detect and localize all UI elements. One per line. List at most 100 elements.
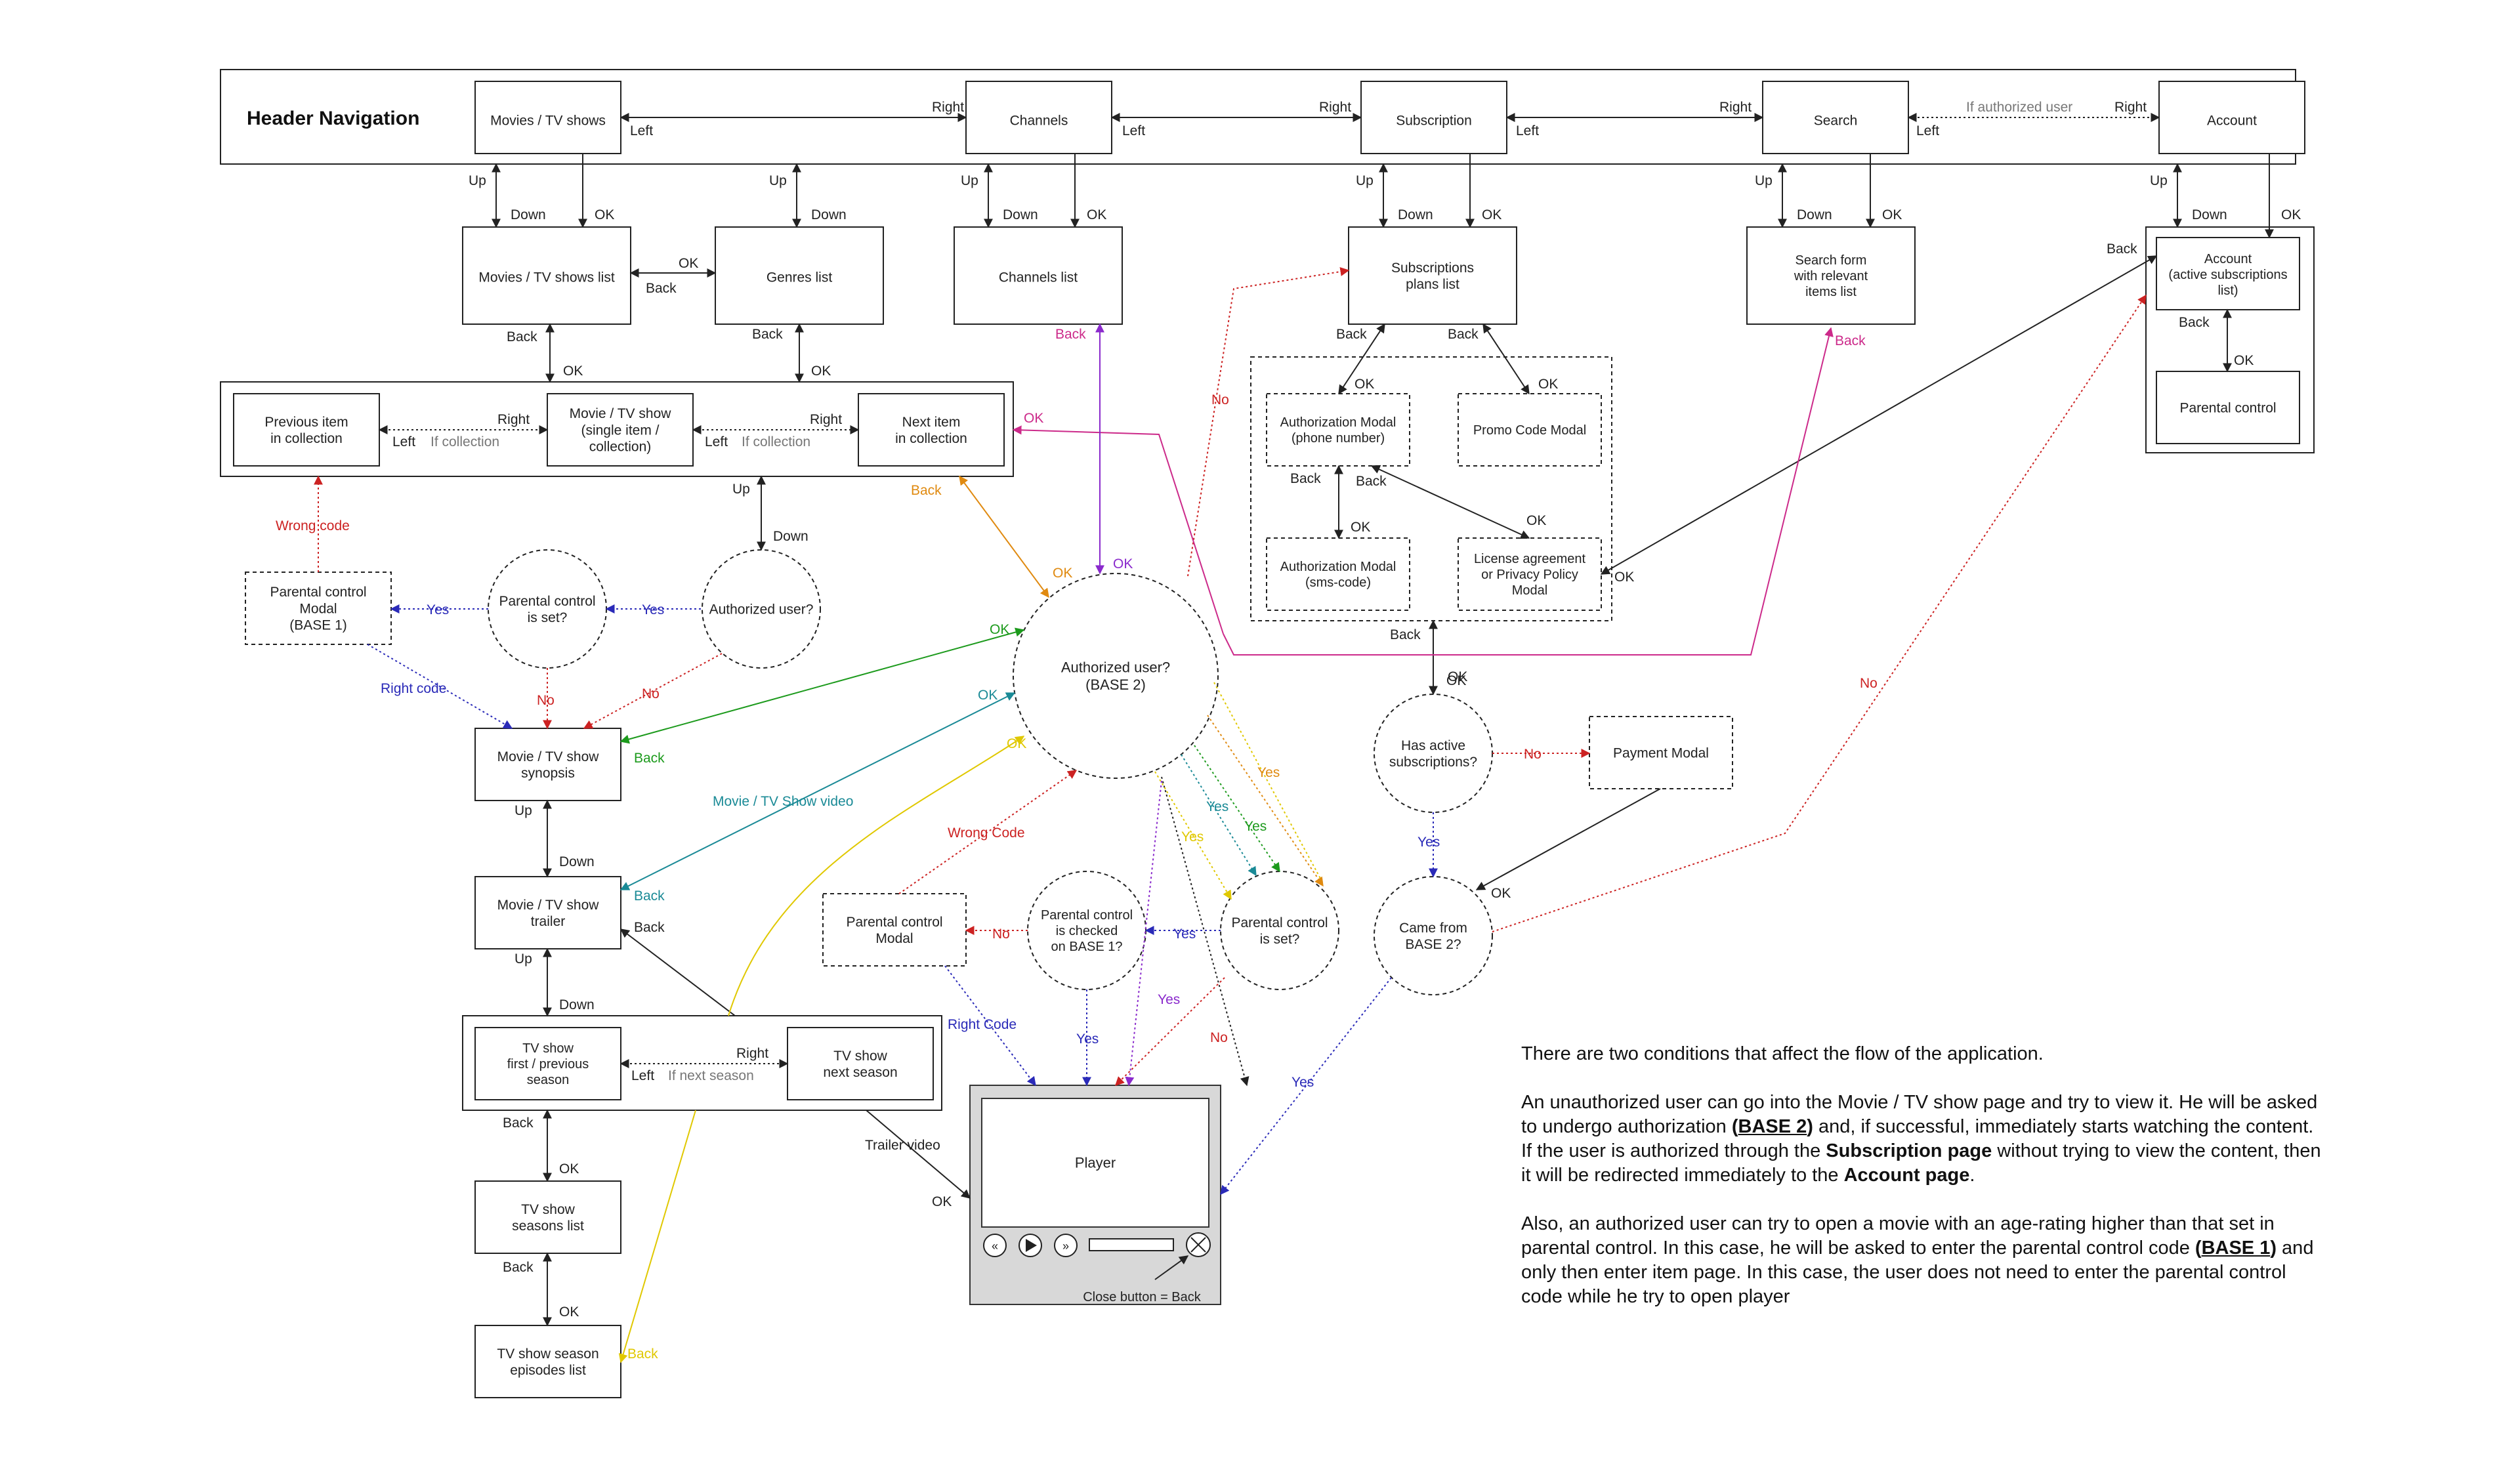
edge-label-back: Back [1390, 627, 1421, 642]
edge-label-right: Right [736, 1046, 768, 1061]
previous-item[interactable] [233, 393, 380, 467]
edge-label-ok: OK [559, 1161, 579, 1177]
label-search: Search [1814, 113, 1858, 128]
label-payment-modal: Payment Modal [1613, 745, 1709, 760]
edge-label-ok: OK [990, 622, 1009, 637]
edge-label-ok: OK [1053, 566, 1072, 581]
edge-label-ok: OK [1882, 207, 1902, 222]
rewind-icon[interactable] [983, 1234, 1007, 1257]
edge-label-yes: Yes [1076, 1031, 1099, 1047]
edge-label-down: Down [511, 207, 546, 222]
label-close-button: Close button = Back [1083, 1290, 1202, 1304]
label-channels: Channels [1010, 113, 1068, 128]
edge-label-back: Back [752, 327, 783, 342]
edge-label-back: Back [634, 920, 665, 935]
edge-label-back: Back [634, 888, 665, 904]
label-parental-control: Parental control [2179, 400, 2276, 415]
edge-label-right: Right [2114, 100, 2147, 115]
edge-label-down: Down [559, 854, 595, 869]
edge-label-ok: OK [1024, 411, 1043, 426]
edge-label-back: Back [1290, 471, 1321, 486]
label-channels-list: Channels list [999, 270, 1078, 285]
has-active-subscriptions [1374, 694, 1493, 813]
movies-tv-shows-tab[interactable] [474, 81, 621, 154]
forward-icon[interactable] [1054, 1234, 1078, 1257]
episodes-list[interactable] [474, 1325, 621, 1398]
promo-code-modal[interactable] [1458, 393, 1602, 467]
edge-label-yes: Yes [642, 602, 664, 617]
edge-label-if-collection: If collection [430, 434, 499, 449]
subscriptions-plans-list[interactable] [1348, 226, 1517, 325]
progress-bar[interactable] [1089, 1238, 1174, 1251]
notes-paragraph-2: An unauthorized user can go into the Mov… [1521, 1092, 2321, 1186]
edge-label-wrong-code-2: Wrong Code [948, 825, 1025, 841]
edge-label-down: Down [559, 997, 595, 1012]
payment-modal[interactable] [1589, 716, 1733, 789]
header-navigation-title: Header Navigation [247, 108, 419, 129]
edge-label-ok: OK [1614, 570, 1634, 585]
label-subscription: Subscription [1396, 113, 1472, 128]
edge-label-no: No [1210, 1030, 1228, 1045]
parental-modal-2[interactable] [822, 893, 967, 967]
seasons-list[interactable] [474, 1180, 621, 1254]
edge-label-back: Back [1055, 327, 1086, 342]
license-modal[interactable] [1458, 537, 1602, 611]
label-promo-code-modal: Promo Code Modal [1473, 423, 1586, 438]
edge-label-down: Down [1398, 207, 1433, 222]
came-from-base2 [1374, 876, 1493, 995]
edge-label-right-code: Right code [381, 681, 446, 696]
edge-label-ok: OK [1351, 520, 1370, 535]
edge-label-yes: Yes [1206, 799, 1228, 814]
edge-label-if-collection: If collection [742, 434, 810, 449]
svg-text:«: « [992, 1239, 998, 1253]
synopsis[interactable] [474, 728, 621, 801]
edge-label-no: No [537, 693, 555, 708]
auth-modal-sms[interactable] [1266, 537, 1410, 611]
edge-label-ok: OK [559, 1304, 579, 1320]
trailer[interactable] [474, 876, 621, 949]
edge-label-back: Back [1336, 327, 1367, 342]
edge-label-ok: OK [679, 256, 698, 271]
account-tab[interactable] [2158, 81, 2305, 154]
edge-label-right: Right [810, 412, 842, 427]
label-movie-single: Movie / TV show(single item /collection) [570, 406, 672, 454]
edge-label-yes: Yes [1158, 992, 1180, 1007]
edge-label-back: Back [646, 281, 677, 296]
edge-label-up: Up [514, 803, 532, 818]
edge-label-back: Back [2179, 315, 2210, 330]
account-active-subscriptions[interactable] [2156, 237, 2300, 310]
edge-label-no: No [992, 927, 1010, 942]
auth-modal-phone[interactable] [1266, 393, 1410, 467]
edge-label-back: Back [1835, 333, 1866, 348]
label-account: Account [2207, 113, 2257, 128]
edge-label-up: Up [961, 173, 978, 188]
edge-label-right: Right [497, 412, 530, 427]
edge-label-back: Back [2107, 241, 2137, 257]
edge-label-ok: OK [978, 688, 998, 703]
channels-list[interactable] [954, 226, 1123, 325]
label-movies-tv-shows: Movies / TV shows [490, 113, 606, 128]
parental-modal-base1[interactable] [245, 572, 392, 645]
movies-tv-shows-list[interactable] [462, 226, 631, 325]
player-window[interactable]: « » [969, 1085, 1221, 1305]
edge-label-ok: OK [1491, 886, 1511, 901]
movie-single-item[interactable] [547, 393, 694, 467]
edge-label-ok: OK [563, 364, 583, 379]
parental-control[interactable] [2156, 371, 2300, 444]
edge-label-back: Back [634, 751, 665, 766]
season-next[interactable] [787, 1027, 934, 1100]
next-item[interactable] [858, 393, 1005, 467]
edge-label-down: Down [811, 207, 847, 222]
edge-label-right: Right [932, 100, 964, 115]
edge-label-up: Up [732, 482, 750, 497]
label-movies-list: Movies / TV shows list [478, 270, 614, 285]
edge-label-yes: Yes [1418, 835, 1440, 850]
